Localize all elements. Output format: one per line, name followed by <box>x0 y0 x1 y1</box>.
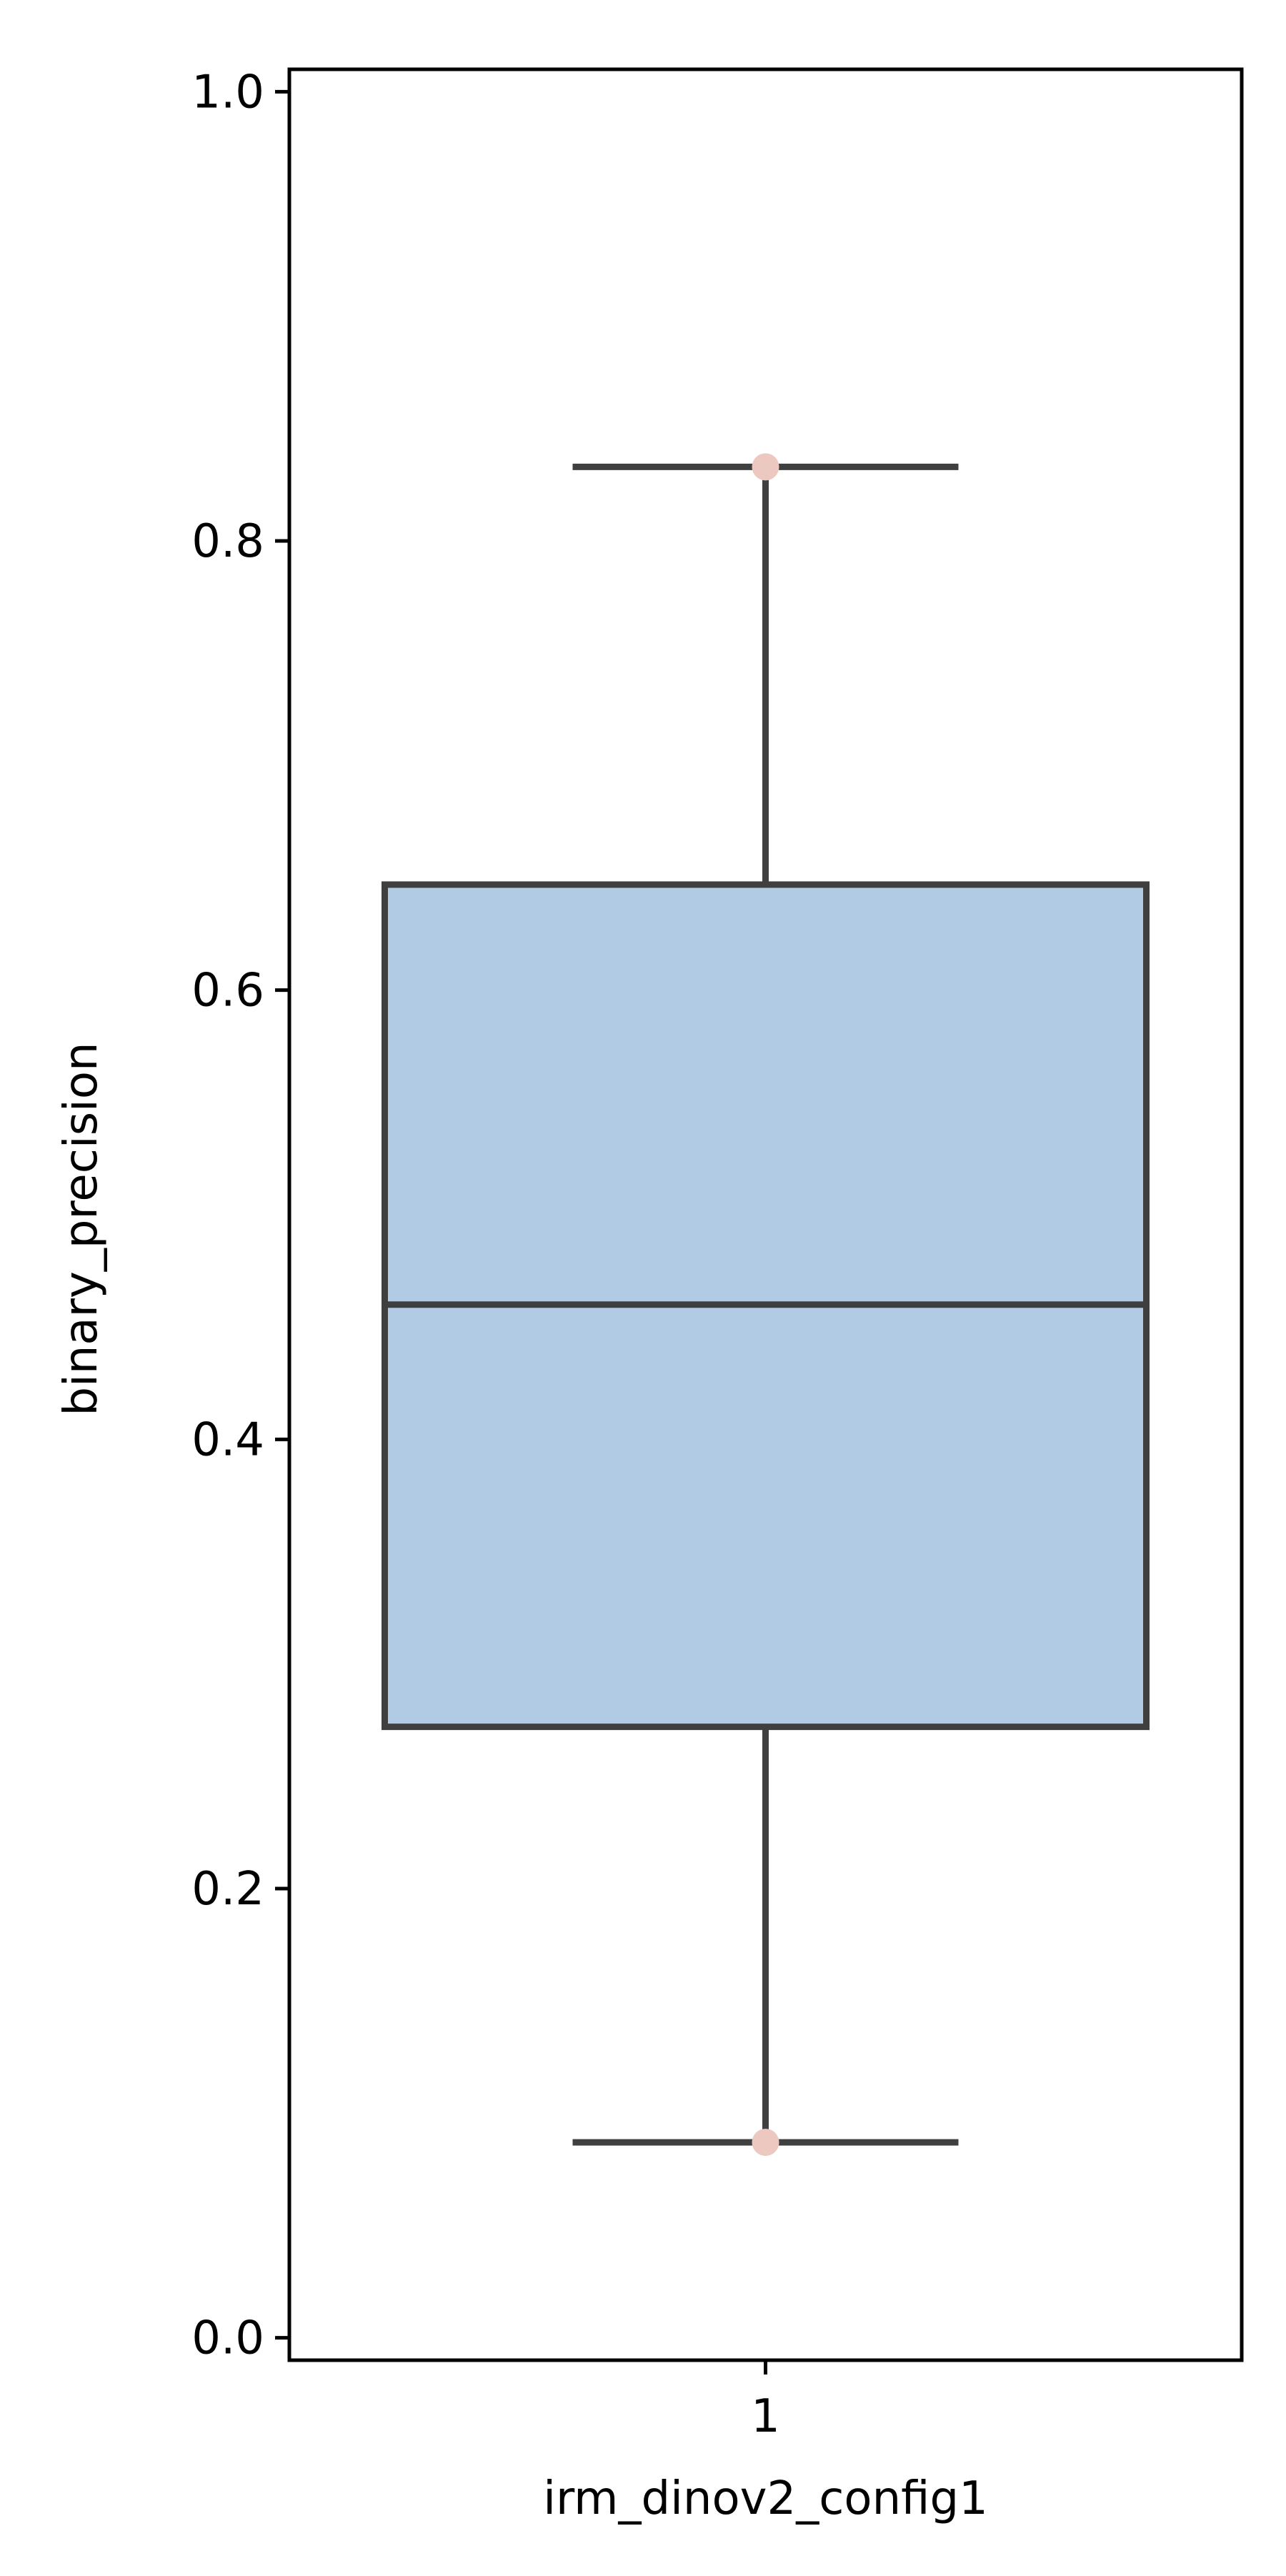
y-tick-label: 0.2 <box>191 1863 264 1916</box>
y-axis-label: binary_precision <box>55 1042 108 1416</box>
data-point <box>752 453 779 481</box>
data-point <box>752 2129 779 2157</box>
x-axis-label: irm_dinov2_config1 <box>543 2472 988 2525</box>
y-tick-label: 1.0 <box>191 66 264 119</box>
plot-marks <box>382 453 1150 2157</box>
axes: 0.0 0.2 0.4 0.6 0.8 1.0 1 <box>191 66 1244 2443</box>
y-tick-label: 0.4 <box>191 1413 264 1466</box>
y-tick-label: 0.6 <box>191 965 264 1018</box>
y-tick-label: 0.0 <box>191 2312 264 2365</box>
y-tick-label: 0.8 <box>191 515 264 568</box>
x-tick-label: 1 <box>751 2390 780 2443</box>
